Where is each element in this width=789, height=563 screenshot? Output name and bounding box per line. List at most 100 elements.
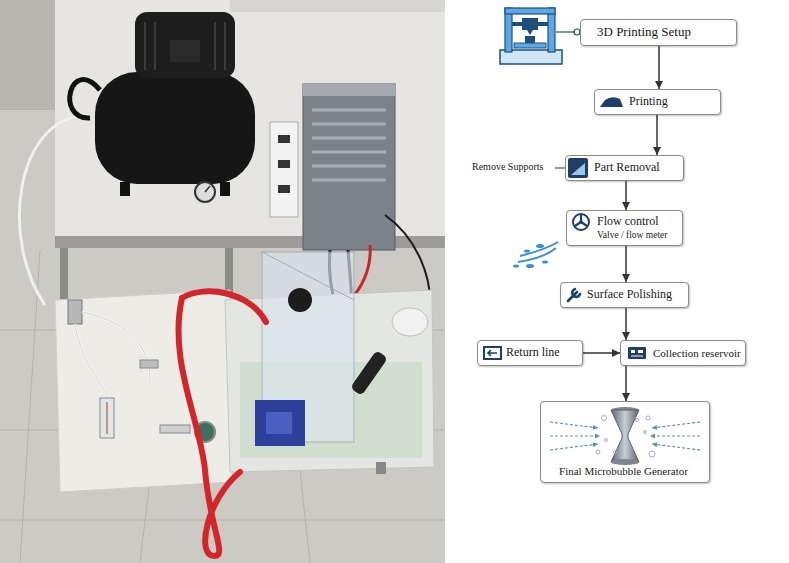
flow-arrow xyxy=(656,115,658,155)
process-box: Flow controlValve / flow meter xyxy=(566,210,683,246)
removal-icon-part xyxy=(571,163,585,175)
return-icon-part xyxy=(484,347,501,359)
valve-icon xyxy=(573,214,589,230)
flow-arrow xyxy=(625,246,627,282)
reservoir-icon xyxy=(628,347,646,359)
venturi-icon-part-part xyxy=(550,422,598,428)
connector-layer xyxy=(583,46,659,401)
air-compressor-part xyxy=(145,22,225,70)
printer-icon-part xyxy=(514,43,546,48)
splash-icon xyxy=(513,242,558,268)
node-title: Final Microbubble Generator xyxy=(559,465,688,478)
floor-tiles-part xyxy=(140,480,150,563)
wrench-icon xyxy=(568,289,580,301)
printer-icon-part xyxy=(556,31,574,32)
acrylic-tank-part xyxy=(262,252,354,442)
venturi-icon-part-part xyxy=(614,451,617,454)
floor-tiles-part xyxy=(300,470,310,563)
venturi-icon-part xyxy=(596,416,655,458)
printer-icon-part xyxy=(548,8,555,52)
process-box: Printing xyxy=(594,89,721,115)
node-subtitle: Valve / flow meter xyxy=(597,230,679,241)
splash-icon-part xyxy=(518,248,556,262)
process-box: Final Microbubble Generator xyxy=(540,401,710,483)
valve-icon-part xyxy=(573,214,589,230)
flow-arrow xyxy=(625,308,627,340)
air-compressor-part xyxy=(195,182,215,202)
red-hose-part xyxy=(178,298,240,556)
valve-board-part xyxy=(100,398,114,438)
splash-icon-part xyxy=(542,261,548,264)
acrylic-tank-part xyxy=(255,400,305,446)
valve-icon-part xyxy=(579,220,583,224)
venturi-icon-part-part xyxy=(550,435,600,436)
acrylic-tank-part xyxy=(350,350,388,396)
air-compressor-part xyxy=(220,182,230,196)
venturi-icon-part-part xyxy=(652,422,700,428)
air-compressor-part xyxy=(205,186,210,192)
power-supply-part-part xyxy=(312,123,386,126)
venturi-icon xyxy=(550,407,700,465)
printer-icon xyxy=(500,8,580,64)
power-supply xyxy=(303,84,395,250)
power-supply-part-part xyxy=(312,179,386,182)
shelf xyxy=(230,0,445,12)
air-compressor-part-part xyxy=(144,22,146,70)
flow-arrow xyxy=(658,46,660,89)
power-supply-part-part xyxy=(312,109,386,112)
power-strip-sockets xyxy=(278,135,290,193)
air-compressor-part-part xyxy=(224,22,226,70)
valve-board-part xyxy=(107,402,108,434)
lab-photo xyxy=(0,0,445,563)
reservoir-icon-part xyxy=(631,356,643,357)
node-title: Return line xyxy=(506,346,579,360)
power-supply-part xyxy=(312,110,386,180)
venturi-icon-part-part xyxy=(550,444,598,450)
floor-tiles-part xyxy=(0,520,445,521)
process-box: Surface Polishing xyxy=(560,282,689,308)
power-strip xyxy=(270,122,298,217)
printer-icon-part xyxy=(505,8,555,14)
printer-icon-part xyxy=(522,18,538,30)
removal-icon-part xyxy=(568,158,588,178)
annotation-label: Remove Supports xyxy=(472,161,543,172)
splash-icon-part xyxy=(520,242,558,256)
venturi-icon-part-part xyxy=(649,451,655,457)
venturi-icon-part-part xyxy=(602,416,607,421)
node-title: Collection reservoir xyxy=(653,347,742,360)
venturi-icon-part-part xyxy=(605,439,608,442)
acrylic-tank-part xyxy=(288,288,312,312)
acrylic-tank xyxy=(255,252,388,446)
valve-board-part xyxy=(140,360,158,368)
process-box: Return line xyxy=(477,340,583,366)
flow-arrow xyxy=(625,181,627,210)
air-compressor-part xyxy=(170,40,200,62)
process-box: Part Removal xyxy=(565,155,684,181)
box-icons xyxy=(484,97,700,465)
red-hose xyxy=(178,291,266,556)
splash-icon-part xyxy=(536,244,544,248)
reservoir-icon-part xyxy=(628,347,646,359)
process-box: Collection reservoir xyxy=(620,340,746,366)
node-title: Flow control xyxy=(597,215,679,229)
node-title: Surface Polishing xyxy=(587,288,685,302)
splash-icon-part xyxy=(524,249,530,252)
air-compressor-part xyxy=(135,12,235,78)
lab-photo-part xyxy=(0,0,445,563)
reservoir-icon-part xyxy=(631,350,635,353)
foot-pedal xyxy=(392,308,428,336)
power-supply-part xyxy=(303,84,395,96)
venturi-icon-part-part xyxy=(646,416,650,420)
printer-icon-part xyxy=(527,30,533,35)
venturi-icon-part-part xyxy=(636,419,639,422)
printer-icon-part xyxy=(525,36,535,43)
water-tub-part xyxy=(376,462,386,474)
return-icon xyxy=(484,347,501,359)
acrylic-tank-part xyxy=(266,412,292,434)
return-icon-part xyxy=(488,350,497,356)
splash-icon-part xyxy=(526,264,534,268)
air-compressor-part-part xyxy=(214,22,216,70)
power-supply-part xyxy=(303,84,395,250)
